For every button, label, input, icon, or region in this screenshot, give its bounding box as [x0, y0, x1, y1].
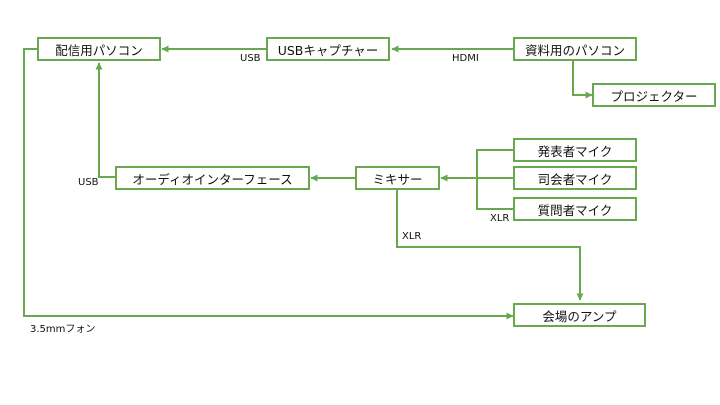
edge-materials-pc-to-projector	[572, 61, 593, 99]
edge-streaming-pc-to-venue-amp	[23, 48, 514, 320]
usb-capture-node: USBキャプチャー	[266, 37, 390, 61]
presenter-mic-node: 発表者マイク	[513, 138, 637, 162]
moderator-mic-node: 司会者マイク	[513, 166, 637, 190]
edge-interface-to-streaming-pc	[95, 62, 115, 178]
edge-label-mixer-xlr: XLR	[402, 231, 422, 242]
edge-mixer-to-venue-amp	[396, 190, 584, 301]
projector-node: プロジェクター	[592, 83, 716, 107]
questioner-mic-node: 質問者マイク	[513, 197, 637, 221]
materials-pc-node: 資料用のパソコン	[513, 37, 637, 61]
edge-label-interface-usb: USB	[78, 177, 99, 188]
mic-bus-line	[476, 149, 513, 210]
streaming-pc-node: 配信用パソコン	[37, 37, 161, 61]
edge-label-pc-phone: 3.5mmフォン	[30, 324, 96, 335]
edge-label-capture-usb: USB	[240, 53, 261, 64]
audio-interface-node: オーディオインターフェース	[115, 166, 310, 190]
mixer-node: ミキサー	[355, 166, 440, 190]
venue-amp-node: 会場のアンプ	[513, 303, 646, 327]
edge-label-mics-xlr: XLR	[490, 213, 510, 224]
edge-label-materials-hdmi: HDMI	[452, 53, 479, 64]
